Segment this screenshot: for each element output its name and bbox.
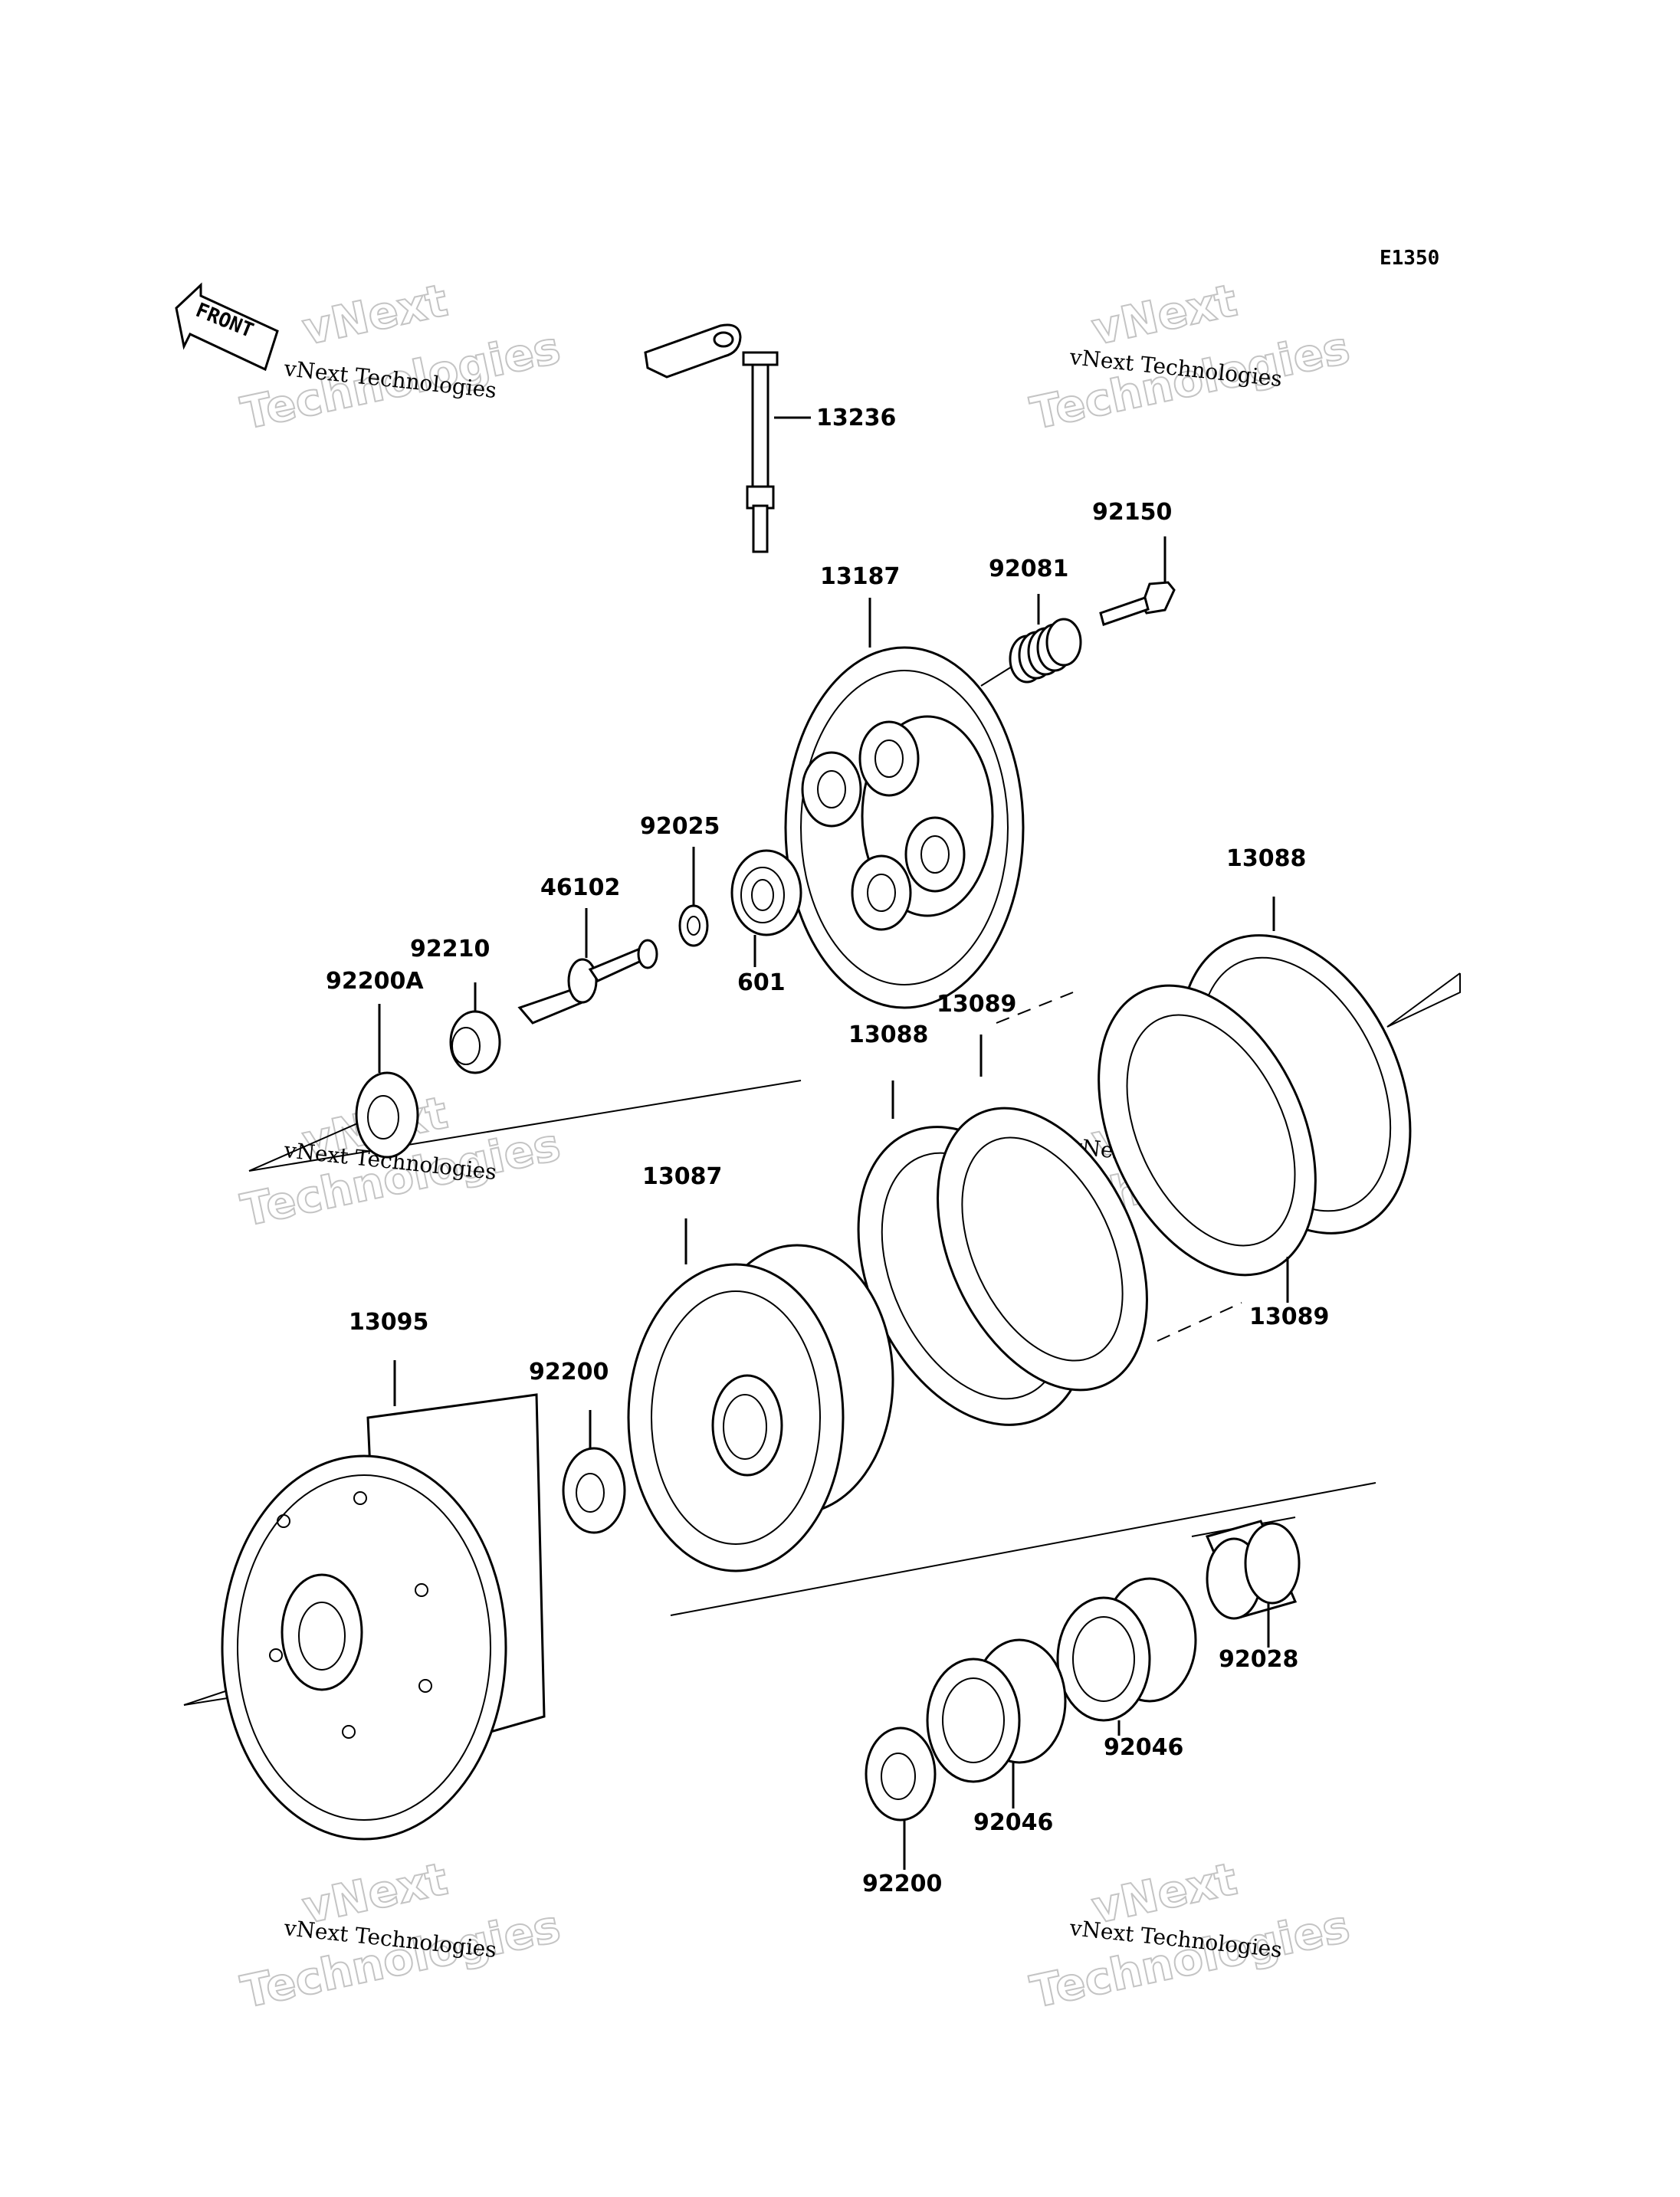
part-number-labels: 13236 92150 92081 13187 92025 46102 9221… (326, 405, 1329, 1897)
part-label: 13095 (349, 1309, 428, 1336)
watermark-bottom-left: vNext Technologies vNext Technologies (236, 1852, 566, 2019)
part-92081-spring (980, 594, 1082, 687)
part-label: 13089 (937, 991, 1016, 1018)
part-92210-nut (449, 982, 501, 1074)
svg-text:vNext: vNext (1088, 274, 1242, 356)
part-92200A-lock-washer (355, 1004, 419, 1159)
part-label: 13236 (816, 405, 896, 431)
part-label: 92028 (1219, 1646, 1298, 1673)
part-92200-thrust-washer-lower (865, 1726, 937, 1870)
part-92046-needle-bearing-right (1056, 1577, 1197, 1736)
part-label: 92200 (862, 1871, 942, 1897)
part-label: 92046 (1104, 1734, 1183, 1761)
front-arrow-icon: FRONT (175, 282, 279, 372)
part-13095-clutch-housing (221, 1360, 546, 1841)
part-label: 13089 (1249, 1303, 1329, 1330)
part-13089-steel-plate-right (1098, 984, 1317, 1303)
part-label: 13187 (820, 563, 900, 590)
part-label: 92025 (640, 813, 720, 840)
part-label: 46102 (540, 874, 620, 901)
part-label: 92081 (989, 556, 1068, 582)
part-label: 601 (737, 969, 786, 996)
part-92046-needle-bearing-left (926, 1638, 1067, 1808)
part-92150-bolt (1099, 536, 1176, 626)
part-label: 92046 (973, 1809, 1053, 1836)
assembly-axis-lines (183, 972, 1461, 1706)
part-92025-washer (678, 847, 709, 947)
part-13236-release-shaft (644, 323, 811, 553)
part-label: 92210 (410, 936, 490, 962)
part-label: 13088 (848, 1021, 928, 1048)
part-92200-thrust-washer-upper (562, 1410, 626, 1534)
part-label: 13087 (642, 1163, 722, 1190)
svg-text:vNext: vNext (298, 274, 452, 356)
part-92028-collar (1205, 1520, 1301, 1648)
part-46102-push-rod (517, 908, 658, 1025)
part-label: 92150 (1092, 499, 1172, 526)
part-label: 92200A (326, 968, 424, 995)
watermark-bottom-right: vNext Technologies vNext Technologies (1025, 1852, 1355, 2019)
part-label: 92200 (529, 1359, 609, 1385)
diagram-code: E1350 (1380, 247, 1439, 270)
watermark-top-right: vNext Technologies vNext Technologies (1025, 274, 1355, 441)
part-13187-pressure-plate (784, 598, 1025, 1009)
watermark-top-left: vNext Technologies vNext Technologies (236, 274, 566, 441)
part-13089-steel-plate-left (937, 1035, 1148, 1392)
part-13087-clutch-hub (627, 1218, 894, 1572)
part-label: 13088 (1226, 845, 1306, 872)
part-601-bearing (730, 849, 802, 967)
